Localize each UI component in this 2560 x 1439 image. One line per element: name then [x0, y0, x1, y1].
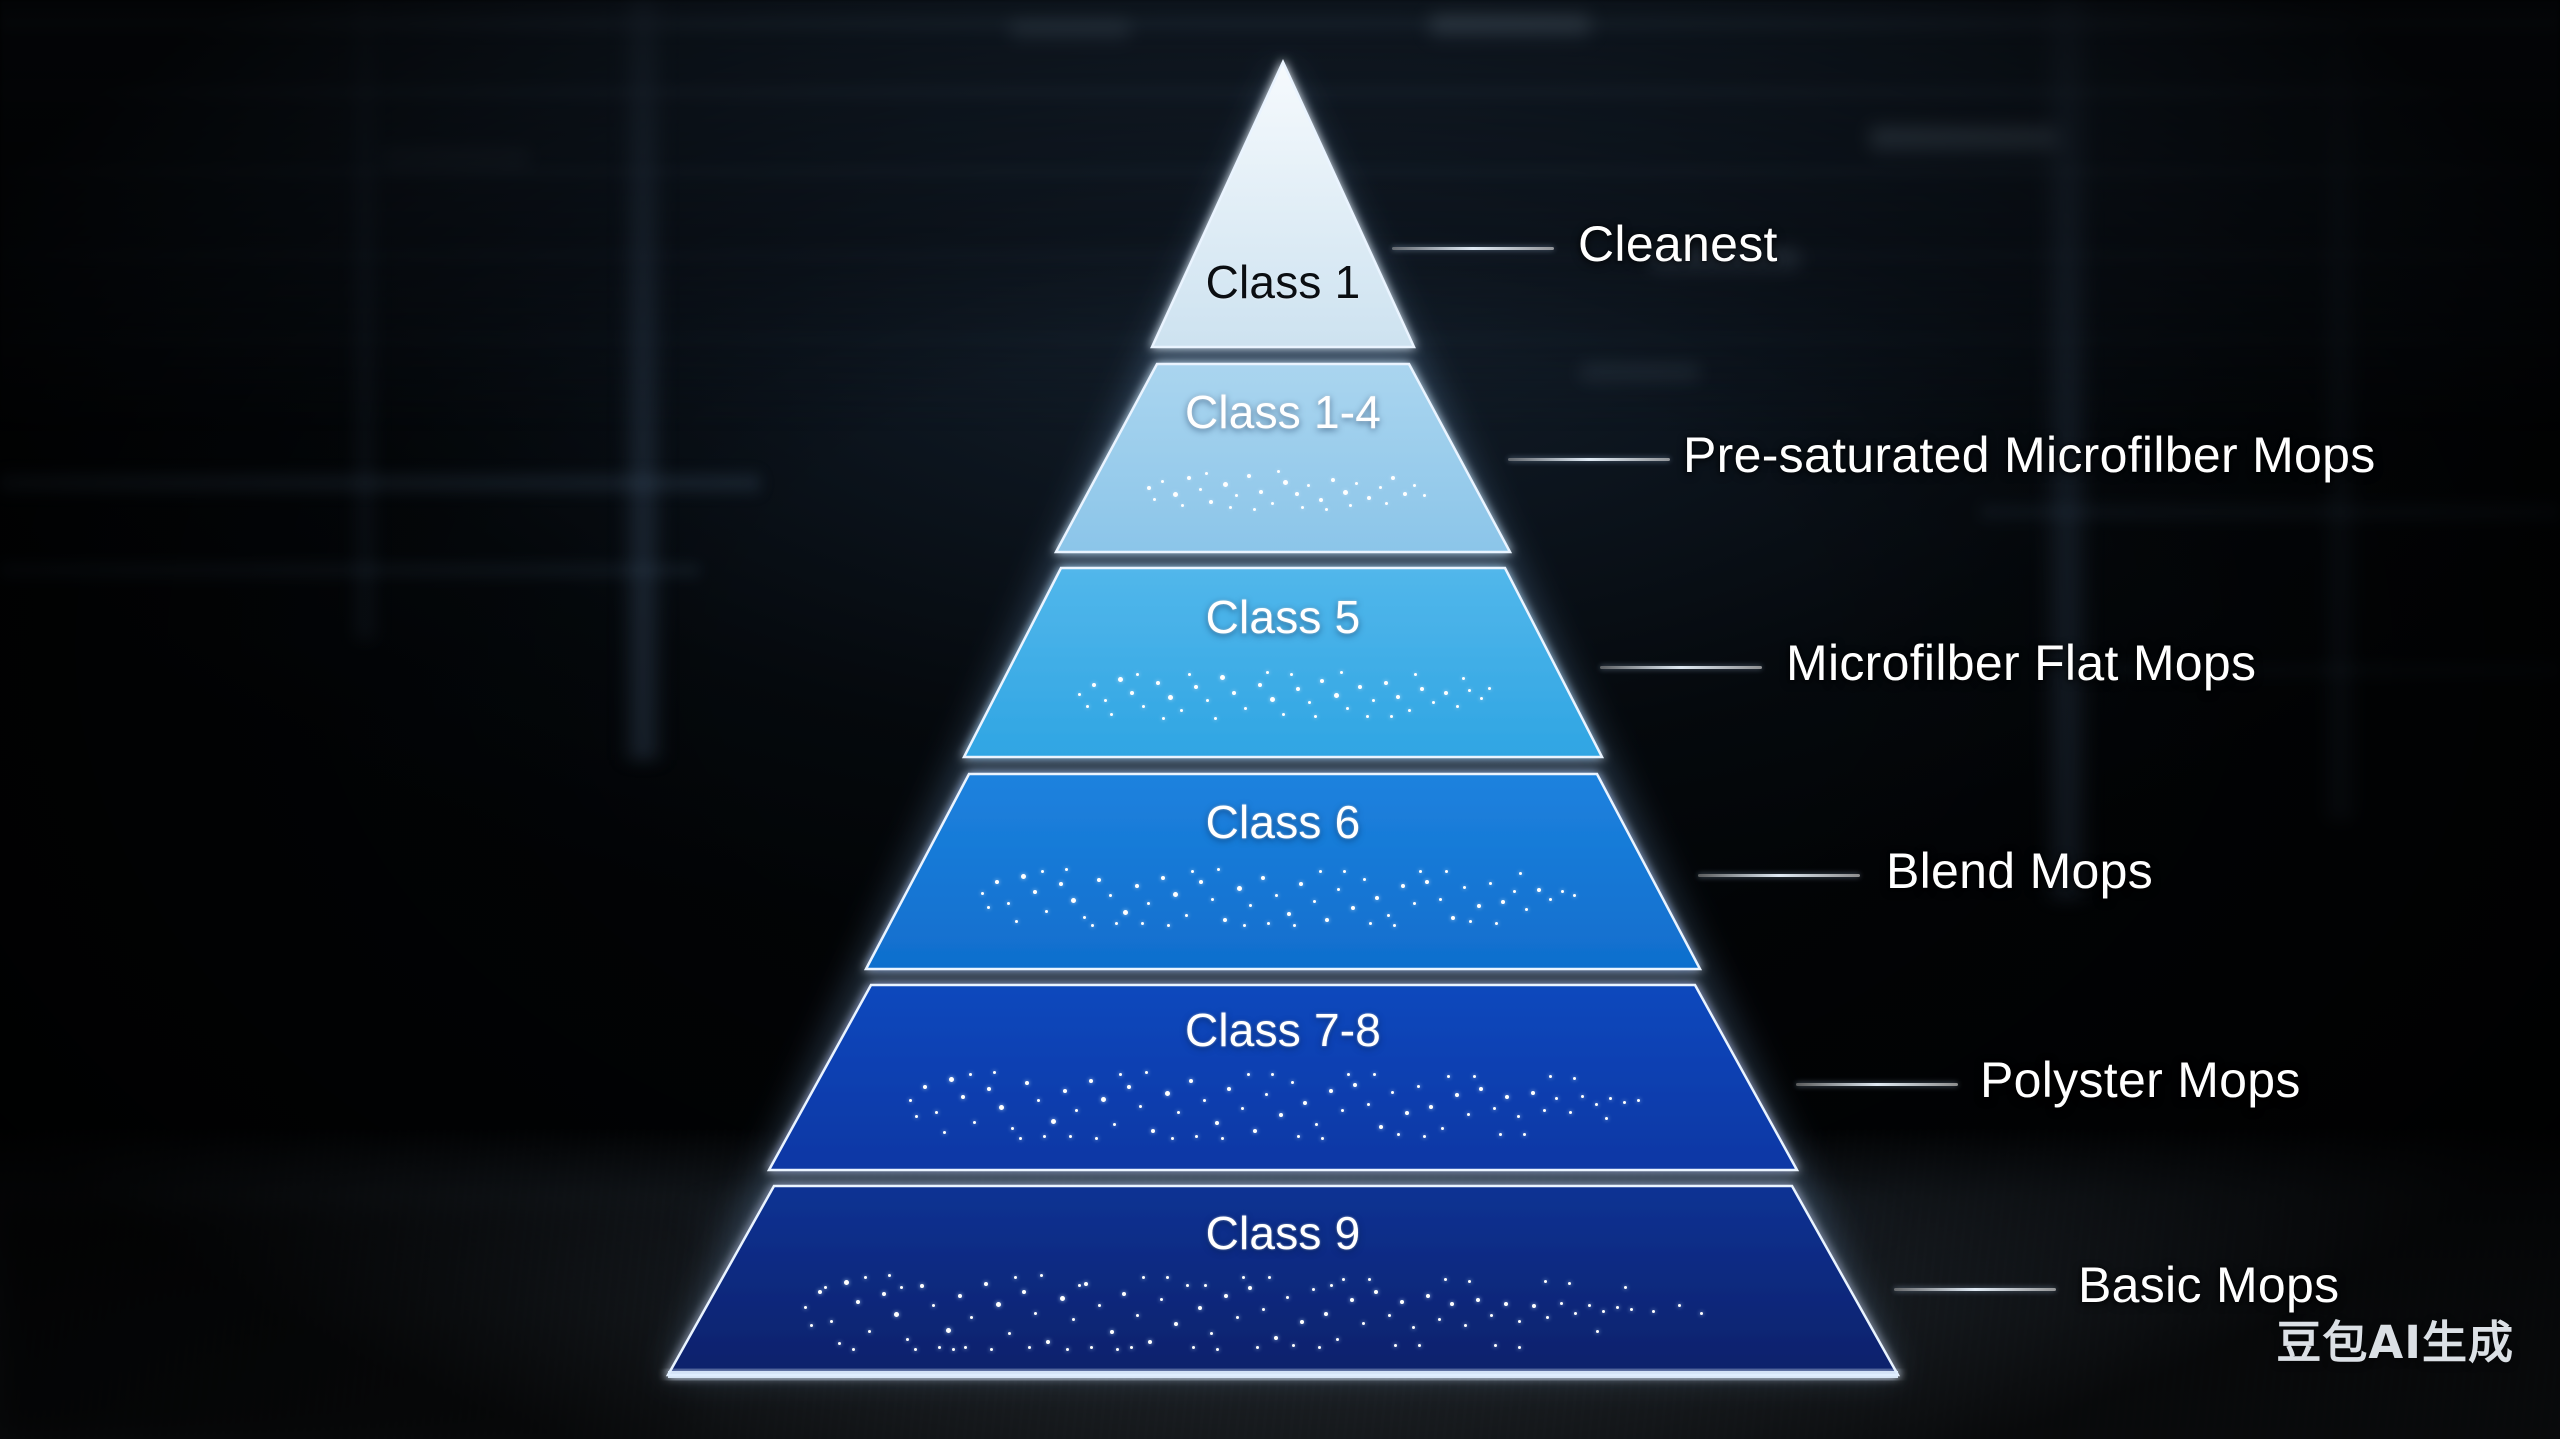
connector-line-2: [1508, 458, 1670, 461]
connector-line-4: [1698, 874, 1860, 877]
pyramid-tier-3-shape: [961, 566, 1605, 759]
connector-line-6: [1894, 1288, 2056, 1291]
pyramid-tier-1-shape: [1150, 59, 1416, 349]
pyramid-tier-2-shape: [1053, 362, 1513, 554]
connector-line-1: [1392, 247, 1554, 250]
pyramid-tier-6-shape: [665, 1184, 1901, 1377]
pyramid-tier-5-shape: [766, 983, 1800, 1172]
connector-line-3: [1600, 666, 1762, 669]
pyramid-tier-4-shape: [863, 772, 1703, 971]
connector-line-5: [1796, 1083, 1958, 1086]
